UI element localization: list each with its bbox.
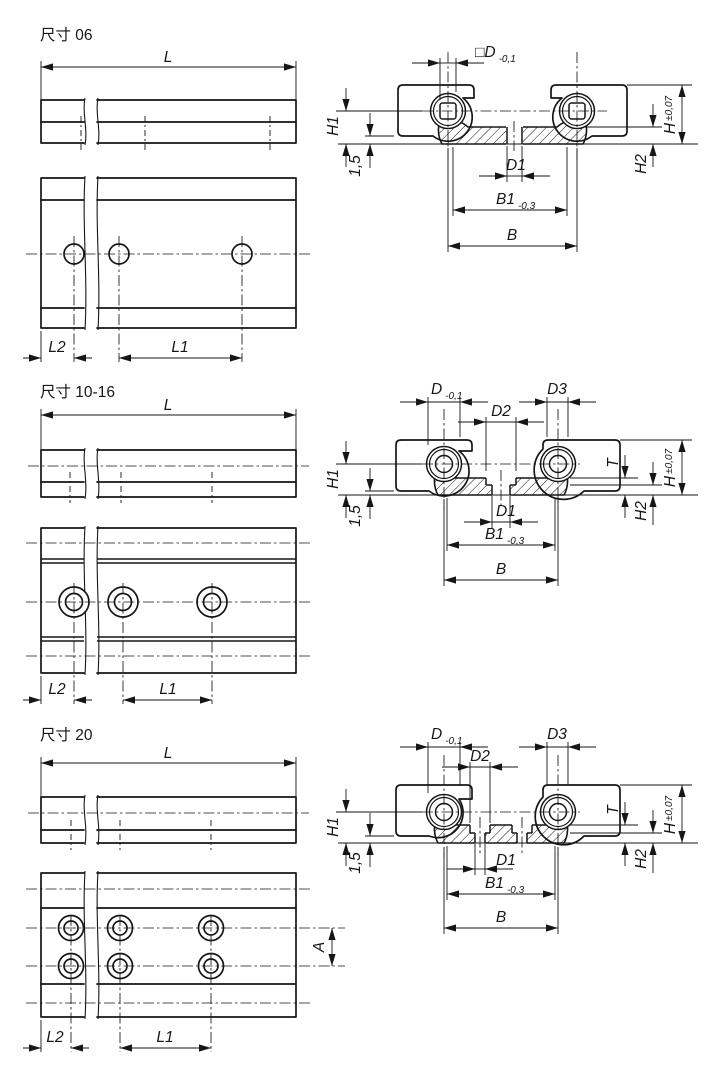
dim-B1: B1-0,3 xyxy=(485,526,525,547)
section-size-10-16: 尺寸 10-16 L L2 L1 xyxy=(23,381,698,704)
dim-T: T xyxy=(605,457,622,468)
dim-H: H±0,07 xyxy=(662,795,679,834)
side-view-10-16: L xyxy=(28,397,309,503)
dim-B: B xyxy=(496,909,506,926)
dim-A: A xyxy=(311,942,328,953)
dim-H2: H2 xyxy=(633,501,650,521)
side-view-20: L xyxy=(28,745,309,850)
dim-H1: H1 xyxy=(325,817,342,837)
side-view-06: L xyxy=(40,49,297,150)
cross-section-10-16: D-0,1 D3 D2 T H±0,07 H2 H1 1,5 D1 xyxy=(325,381,698,586)
dim-D1: D1 xyxy=(506,157,526,174)
section-label: 尺寸 06 xyxy=(40,26,93,44)
dim-H: H±0,07 xyxy=(662,448,679,487)
dim-L: L xyxy=(164,397,173,414)
dim-H1: H1 xyxy=(325,116,342,136)
dim-D: D-0,1 xyxy=(431,726,462,747)
dim-D3: D3 xyxy=(547,381,567,398)
dim-L: L xyxy=(164,745,173,762)
dim-H2: H2 xyxy=(633,154,650,174)
section-label: 尺寸 10-16 xyxy=(40,383,115,401)
dim-1-5: 1,5 xyxy=(347,852,364,874)
dim-D: □D-0,1 xyxy=(475,44,516,65)
dim-D: D-0,1 xyxy=(431,381,462,402)
dim-H1: H1 xyxy=(325,469,342,489)
dim-L1: L1 xyxy=(156,1029,173,1046)
dim-H2: H2 xyxy=(633,849,650,869)
section-label: 尺寸 20 xyxy=(40,726,93,744)
dim-B1: B1-0,3 xyxy=(496,191,536,212)
plan-view-20: A L2 L1 xyxy=(23,870,345,1052)
section-size-06: 尺寸 06 L L2 L1 xyxy=(23,26,698,362)
dim-L: L xyxy=(164,49,173,66)
dim-L2: L2 xyxy=(46,1029,64,1046)
dim-H: H±0,07 xyxy=(662,95,679,134)
dim-D1: D1 xyxy=(496,503,516,520)
dim-L2: L2 xyxy=(48,339,66,356)
plan-view-06: L2 L1 xyxy=(23,175,311,362)
dim-D1: D1 xyxy=(496,852,516,869)
dim-B: B xyxy=(496,561,506,578)
plan-view-10-16: L2 L1 xyxy=(23,525,311,704)
dim-D2: D2 xyxy=(491,403,511,420)
dim-D3: D3 xyxy=(547,726,567,743)
dim-L2: L2 xyxy=(48,681,66,698)
dim-1-5: 1,5 xyxy=(347,505,364,527)
dim-L1: L1 xyxy=(159,681,176,698)
dim-T: T xyxy=(605,804,622,815)
cross-section-06: □D-0,1 H1 1,5 H±0,07 H2 D1 B1-0,3 B xyxy=(325,44,698,252)
section-size-20: 尺寸 20 L A L2 L1 xyxy=(23,726,698,1052)
dim-B: B xyxy=(507,227,517,244)
dim-B1: B1-0,3 xyxy=(485,875,525,896)
dim-1-5: 1,5 xyxy=(347,155,364,177)
dim-D2: D2 xyxy=(470,748,490,765)
cross-section-20: D-0,1 D3 D2 T H±0,07 H2 H1 1,5 D1 xyxy=(325,726,698,934)
dim-L1: L1 xyxy=(171,339,188,356)
